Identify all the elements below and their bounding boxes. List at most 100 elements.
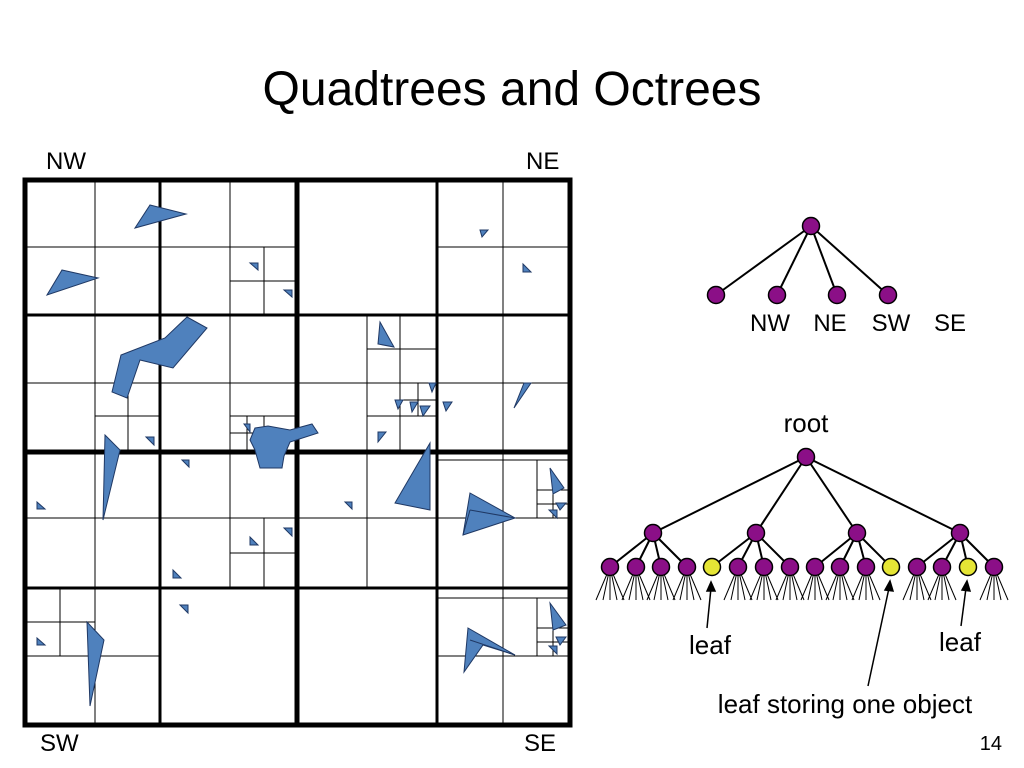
object-polygon — [86, 620, 105, 707]
big-tree-internal-node — [950, 523, 970, 543]
big-tree-edge — [805, 456, 961, 534]
small-tree-edge — [715, 225, 812, 296]
object-polygon — [248, 262, 259, 272]
label-nw: NW — [46, 148, 86, 175]
object-polygon — [513, 382, 532, 409]
object-polygon — [549, 467, 565, 495]
small-tree-edge — [776, 225, 812, 296]
big-tree-internal-node — [830, 557, 850, 577]
label-ne: NE — [526, 148, 560, 175]
object-polygon — [547, 509, 558, 520]
object-shapes — [36, 204, 568, 707]
big-tree-internal-node — [728, 557, 748, 577]
object-polygon — [102, 433, 121, 521]
big-tree-internal-node — [746, 523, 766, 543]
object-polygon — [555, 502, 568, 511]
leaf-arrow-right-head — [960, 579, 972, 592]
object-polygon — [462, 492, 517, 536]
big-tree-internal-node — [847, 523, 867, 543]
big-tree-leaf-node — [702, 557, 722, 577]
object-polygon — [45, 269, 100, 296]
object-polygon — [249, 423, 319, 469]
object-polygon — [36, 636, 47, 646]
child-label-ne: NE — [813, 310, 846, 337]
leaf-label-left: leaf — [689, 630, 732, 660]
leaf-arrow-right — [960, 587, 967, 627]
leaf-arrow-left-head — [705, 580, 717, 592]
object-polygon — [282, 289, 293, 299]
object-polygon — [463, 627, 516, 674]
leaf-arrow-left — [706, 587, 712, 629]
label-se: SE — [524, 730, 557, 757]
big-tree-internal-node — [677, 557, 697, 577]
big-tree-internal-node — [643, 523, 663, 543]
object-polygon — [377, 431, 388, 444]
object-polygon — [549, 601, 567, 631]
big-tree-internal-node — [754, 557, 774, 577]
small-tree-edges — [715, 225, 889, 296]
object-polygon — [178, 604, 189, 615]
child-label-sw: SW — [872, 310, 911, 337]
small-tree-child-node — [706, 285, 726, 305]
object-polygon — [377, 320, 395, 348]
slide-title: Quadtrees and Octrees — [262, 63, 762, 116]
leaf-object-arrow-head — [883, 579, 895, 592]
object-polygon — [133, 204, 188, 229]
small-tree-root-node — [801, 216, 821, 236]
big-tree-internal-node — [805, 557, 825, 577]
big-tree-internal-node — [907, 557, 927, 577]
leaf-label-right: leaf — [939, 627, 982, 657]
small-tree-child-node — [878, 285, 898, 305]
object-polygon — [547, 645, 558, 656]
big-tree-edge — [652, 456, 807, 534]
object-polygon — [144, 436, 155, 447]
object-polygon — [172, 568, 183, 579]
object-polygon — [111, 316, 208, 399]
big-tree-nodes — [600, 447, 1004, 577]
big-tree-edge — [805, 456, 858, 534]
object-polygon — [428, 382, 437, 394]
object-polygon — [442, 401, 453, 413]
object-polygon — [555, 636, 567, 646]
object-polygon — [36, 500, 47, 510]
object-polygon — [180, 459, 190, 469]
big-tree-internal-node — [600, 557, 620, 577]
object-polygon — [394, 441, 431, 511]
object-polygon — [409, 401, 419, 414]
object-polygon — [394, 399, 404, 411]
big-tree-internal-node — [780, 557, 800, 577]
big-tree-internal-node — [856, 557, 876, 577]
object-polygon — [419, 405, 431, 418]
object-polygon — [249, 535, 260, 546]
slide-number: 14 — [979, 733, 1002, 755]
object-polygon — [479, 229, 490, 239]
shape-interior-lines — [462, 509, 516, 656]
small-tree-child-node — [827, 285, 847, 305]
small-tree-edge — [810, 225, 889, 296]
big-tree-root-node — [796, 447, 816, 467]
small-tree-child-node — [767, 285, 787, 305]
small-tree-edge — [810, 225, 838, 296]
leaf-object-label: leaf storing one object — [718, 689, 973, 719]
leaf-arrows — [705, 579, 972, 687]
big-tree-edge — [755, 456, 807, 534]
leaf-object-arrow — [867, 587, 890, 687]
big-tree-internal-node — [651, 557, 671, 577]
object-polygon — [343, 501, 353, 511]
object-polygon — [522, 262, 533, 273]
child-label-se: SE — [934, 310, 966, 337]
big-tree-leaf-node — [958, 557, 978, 577]
big-tree-leaf-node — [881, 557, 901, 577]
label-sw: SW — [40, 730, 79, 757]
child-label-nw: NW — [750, 310, 790, 337]
big-tree-edge — [711, 532, 757, 568]
small-tree-nodes — [706, 216, 898, 305]
big-tree-edges — [609, 456, 995, 568]
object-polygon — [243, 423, 251, 434]
object-polygon — [282, 527, 293, 538]
big-tree-internal-node — [932, 557, 952, 577]
root-label: root — [784, 408, 830, 438]
big-tree-internal-node — [984, 557, 1004, 577]
